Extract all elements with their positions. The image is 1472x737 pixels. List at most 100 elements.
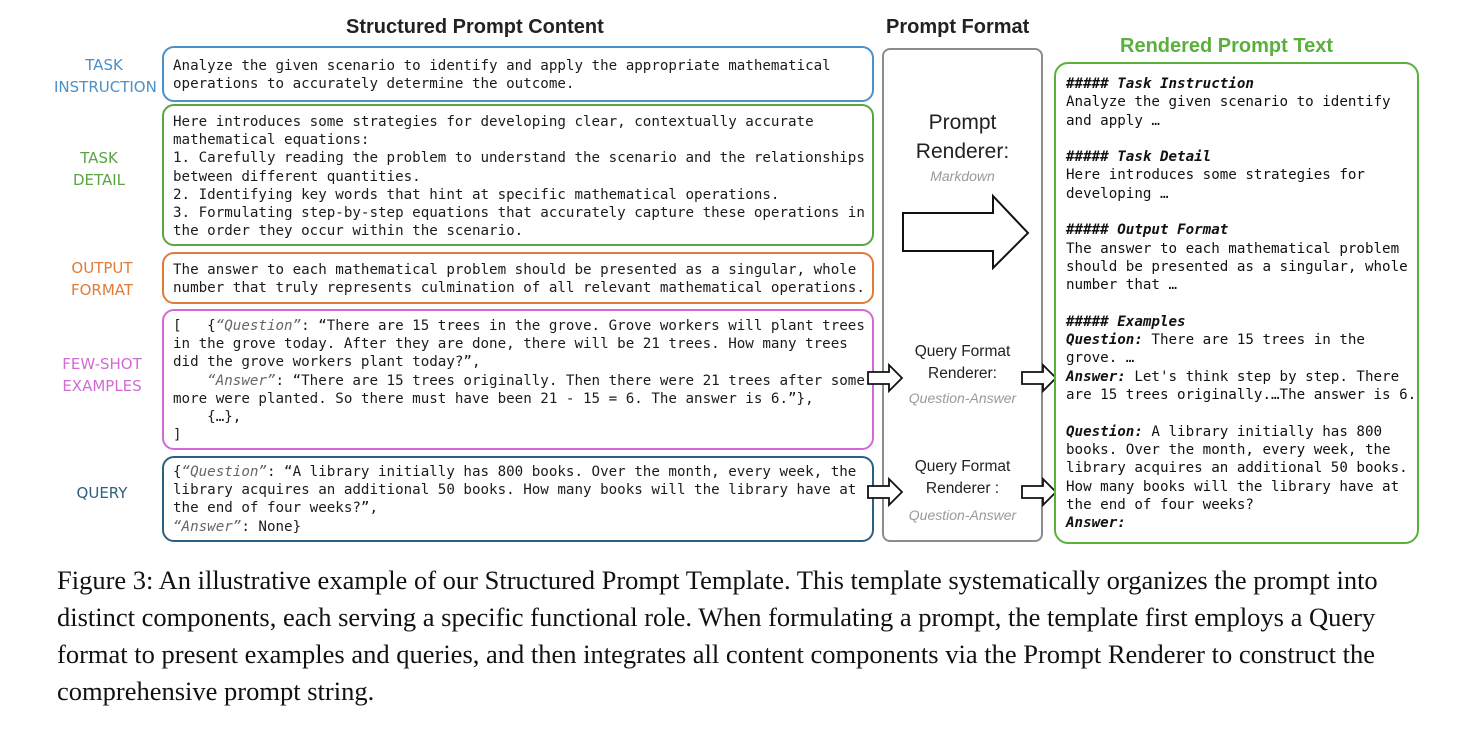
spacer (1066, 130, 1416, 148)
content-column-header: Structured Prompt Content (346, 16, 604, 38)
renderer-line: Query Format (914, 343, 1011, 360)
query-box: {“Question”: “A library initially has 80… (162, 456, 874, 542)
label-query: QUERY (76, 484, 128, 502)
spacer (1066, 404, 1416, 422)
json-key: “Answer” (207, 372, 276, 389)
rendered-line: How many books will the library have at (1066, 478, 1400, 495)
json-value: : “There are 15 trees originally. Then t… (275, 372, 865, 389)
json-key: “Question” (215, 318, 302, 334)
renderer-line: Prompt (928, 111, 997, 134)
rendered-heading: ##### Examples (1066, 313, 1186, 330)
content-line: ] (173, 427, 182, 444)
rendered-heading: ##### Task Detail (1066, 149, 1212, 166)
content-line: 1. Carefully reading the problem to unde… (173, 150, 865, 167)
content-line: in the grove today. After they are done,… (173, 336, 848, 353)
arrow-icon (1021, 363, 1058, 393)
arrow-icon (867, 363, 904, 393)
content-line: {…}, (173, 409, 242, 426)
question-label: Question: (1066, 423, 1143, 440)
rendered-heading: ##### Output Format (1066, 222, 1229, 239)
query-renderer-label-2: Query Format Renderer : (882, 456, 1043, 500)
rendered-line: Answer: Let's think step by step. There (1066, 368, 1400, 385)
json-value: : “A library initially has 800 books. Ov… (266, 464, 857, 480)
few-shot-box: [ {“Question”: “There are 15 trees in th… (162, 309, 874, 450)
question-label: Question: (1066, 332, 1143, 349)
content-line: The answer to each mathematical problem … (173, 262, 857, 278)
renderer-line: Renderer: (928, 365, 997, 382)
content-line: between different quantities. (173, 168, 421, 185)
content-line: Here introduces some strategies for deve… (173, 114, 814, 130)
markdown-sub-label: Markdown (930, 168, 995, 184)
rendered-line: developing … (1066, 185, 1169, 202)
label-few-shot: FEW-SHOT EXAMPLES (52, 353, 152, 397)
question-answer-sub-label-2: Question-Answer (908, 507, 1017, 523)
output-format-box: The answer to each mathematical problem … (162, 252, 874, 304)
content-line: did the grove workers plant today?”, (173, 354, 481, 371)
label-line: FORMAT (70, 281, 134, 299)
json-open: { (173, 464, 182, 480)
json-open: [ { (173, 318, 216, 334)
arrow-icon (867, 477, 904, 507)
rendered-heading: ##### Task Instruction (1066, 76, 1254, 92)
rendered-line: are 15 trees originally.…The answer is 6… (1066, 387, 1417, 404)
label-task-detail: TASK DETAIL (49, 147, 149, 191)
rendered-line: Here introduces some strategies for (1066, 167, 1365, 184)
format-column-header: Prompt Format (886, 16, 1030, 38)
renderer-line: Renderer: (915, 140, 1010, 163)
answer-label: Answer: (1066, 515, 1126, 532)
spacer (1066, 295, 1416, 313)
prompt-renderer-label: Prompt Renderer: (882, 108, 1043, 166)
content-line: {“Question”: “A library initially has 80… (173, 463, 856, 481)
json-key: “Answer” (173, 518, 242, 535)
rendered-line: Answer: (1066, 514, 1416, 532)
content-line: [ {“Question”: “There are 15 trees in th… (173, 317, 865, 335)
rendered-column-header: Rendered Prompt Text (1120, 35, 1333, 57)
label-line: OUTPUT (71, 259, 133, 277)
answer-label: Answer: (1066, 368, 1126, 385)
renderer-line: Query Format (914, 458, 1011, 475)
json-key: “Question” (181, 464, 267, 480)
rendered-line: The answer to each mathematical problem (1066, 240, 1400, 257)
task-instruction-box: Analyze the given scenario to identify a… (162, 46, 874, 102)
renderer-line: Renderer : (925, 480, 1000, 497)
content-line: “Answer”: None} (173, 518, 856, 536)
rendered-line: the end of four weeks? (1066, 496, 1254, 513)
figure-caption: Figure 3: An illustrative example of our… (57, 565, 1378, 706)
content-line: mathematical equations: (173, 132, 370, 149)
label-line: DETAIL (72, 171, 126, 189)
rendered-line: Question: There are 15 trees in the (1066, 332, 1365, 349)
rendered-line: library acquires an additional 50 books. (1066, 460, 1408, 477)
label-line: FEW-SHOT (62, 355, 142, 373)
label-output-format: OUTPUT FORMAT (52, 257, 152, 301)
content-line: more were planted. So there must have be… (173, 390, 814, 407)
content-line: 2. Identifying key words that hint at sp… (173, 186, 780, 203)
content-line: the end of four weeks?”, (173, 500, 378, 517)
prompt-format-box (882, 48, 1043, 542)
rendered-line: Question: A library initially has 800 (1066, 423, 1383, 440)
question-answer-sub-label-1: Question-Answer (908, 390, 1017, 406)
rendered-line: should be presented as a singular, whole (1066, 258, 1408, 275)
rendered-line: number that … (1066, 277, 1178, 294)
query-renderer-label-1: Query Format Renderer: (882, 341, 1043, 385)
content-line: Analyze the given scenario to identify a… (173, 58, 831, 74)
label-line: INSTRUCTION (54, 78, 157, 96)
label-line: TASK (85, 56, 123, 74)
label-line: TASK (80, 149, 118, 167)
content-line: library acquires an additional 50 books.… (173, 482, 857, 499)
content-line: number that truly represents culmination… (173, 280, 865, 297)
rendered-line: and apply … (1066, 112, 1160, 129)
content-line: “Answer”: “There are 15 trees originally… (173, 372, 865, 390)
rendered-line: Analyze the given scenario to identify (1066, 94, 1391, 111)
json-value: : “There are 15 trees in the grove. Grov… (301, 318, 865, 334)
rendered-line: books. Over the month, every week, the (1066, 441, 1391, 458)
rendered-line: grove. … (1066, 350, 1135, 367)
arrow-icon (1021, 477, 1058, 507)
label-line: EXAMPLES (62, 377, 142, 395)
content-line: the order they occur within the scenario… (173, 223, 524, 240)
label-task-instruction: TASK INSTRUCTION (54, 54, 157, 98)
content-line: 3. Formulating step-by-step equations th… (173, 205, 865, 222)
content-line: operations to accurately determine the o… (173, 76, 575, 93)
spacer (1066, 203, 1416, 221)
task-detail-box: Here introduces some strategies for deve… (162, 104, 874, 246)
rendered-prompt-box: ##### Task Instruction Analyze the given… (1054, 62, 1419, 544)
